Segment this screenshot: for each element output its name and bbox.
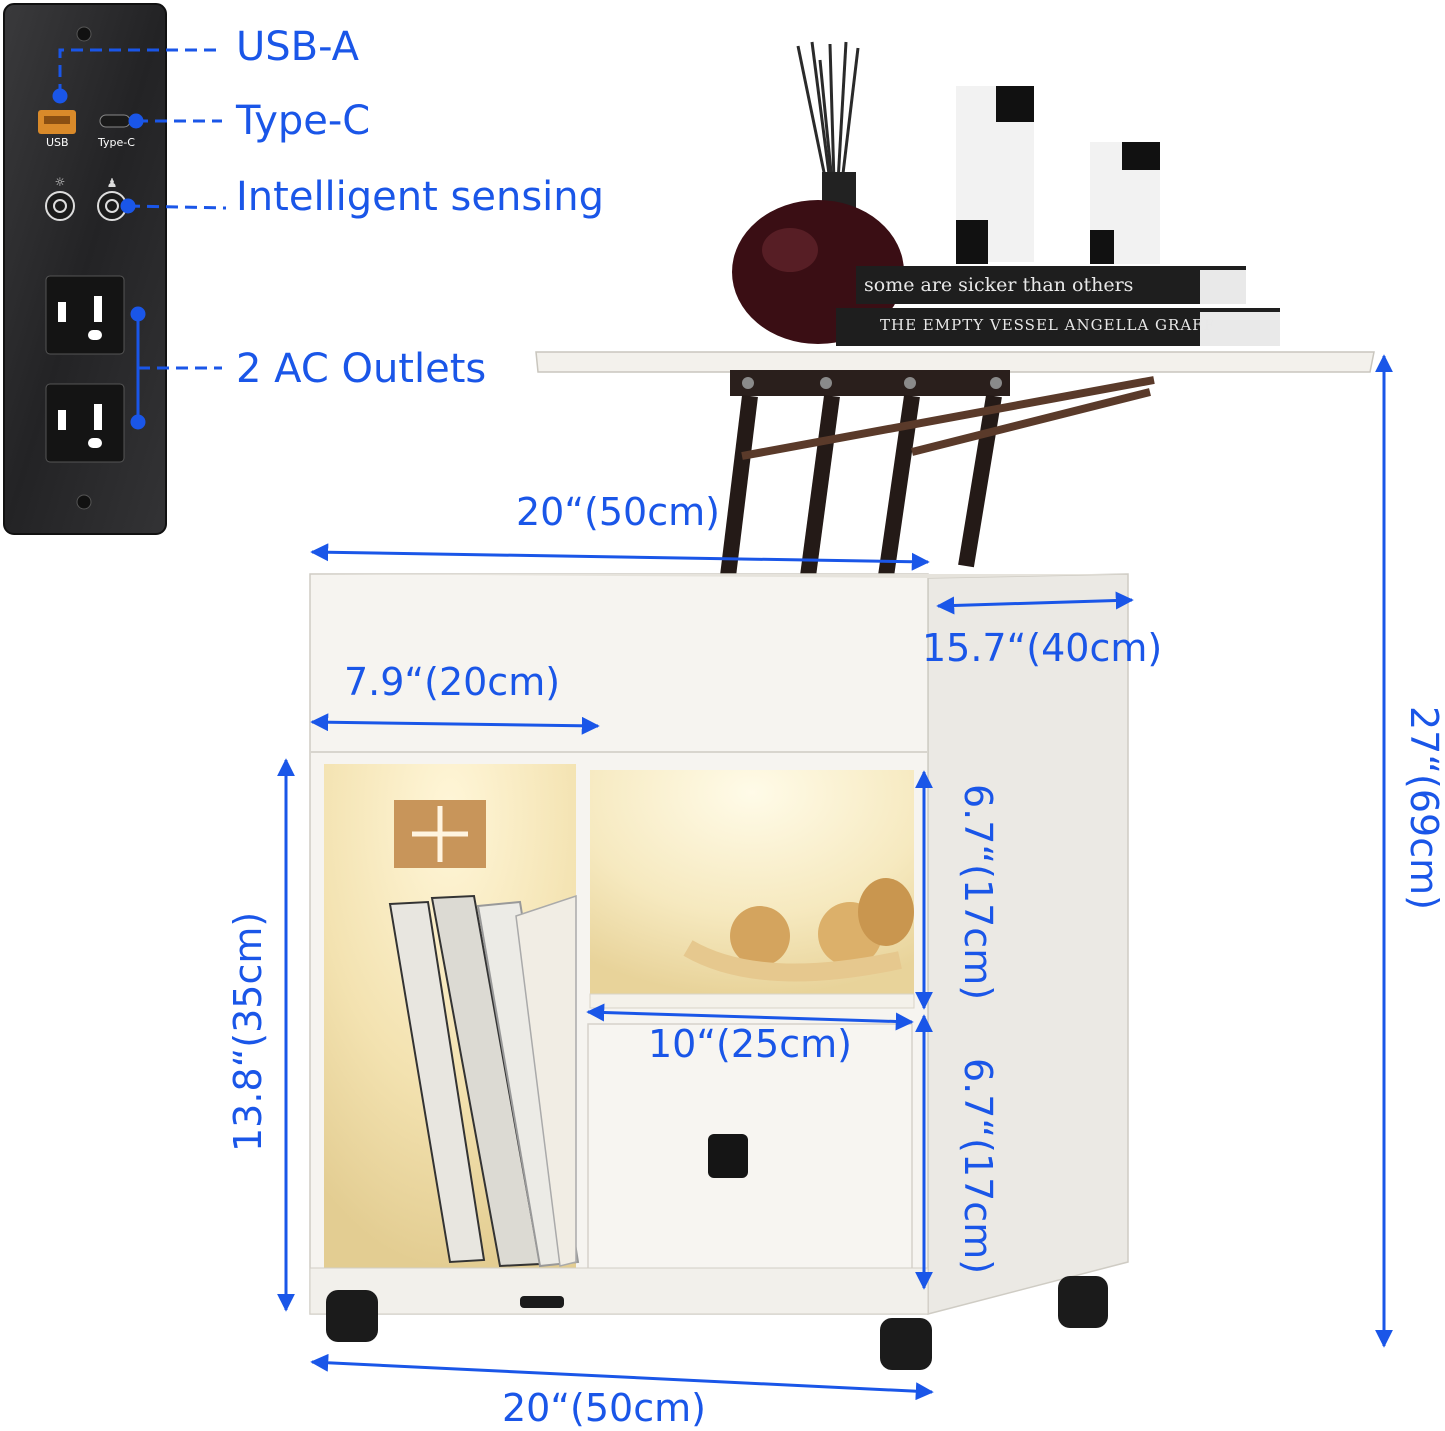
power-panel: ☼ ♟ (3, 3, 167, 535)
dim-total-height: 27“(69cm) (1402, 706, 1445, 910)
cabinet (309, 573, 1129, 1370)
ac-outlet-icon (45, 275, 125, 355)
intelligent-sensing-callout: Intelligent sensing (236, 174, 605, 220)
type-c-callout: Type-C (236, 98, 371, 144)
book-icon (836, 308, 1280, 346)
svg-text:♟: ♟ (107, 176, 118, 190)
dim-drawer-height: 6.7“(17cm) (956, 1058, 1000, 1275)
ac-outlet-icon (45, 383, 125, 463)
dim-top-width: 20“(50cm) (516, 490, 720, 534)
dim-drawer-width: 7.9“(20cm) (344, 660, 561, 704)
usb-port-label: USB (46, 136, 69, 149)
book-title-top: some are sicker than others (864, 274, 1134, 296)
dim-depth: 15.7“(40cm) (922, 626, 1163, 670)
dim-inner-width: 10“(25cm) (648, 1022, 852, 1066)
dim-lower-height: 13.8“(35cm) (226, 911, 270, 1152)
book-title-bottom: THE EMPTY VESSEL ANGELLA GRAFF (880, 316, 1215, 334)
drawer (587, 1023, 913, 1287)
callout-lines (52, 48, 227, 430)
book-icon (388, 900, 486, 1264)
typec-port-label: Type-C (98, 136, 135, 149)
ac-outlets-callout: 2 AC Outlets (236, 346, 487, 392)
drawer-knob-icon (708, 1134, 748, 1178)
dim-bottom-width: 20“(50cm) (502, 1386, 706, 1430)
headphones-icon (683, 878, 914, 982)
light-sensor-icon (45, 191, 75, 221)
svg-text:☼: ☼ (55, 175, 66, 189)
usb-a-callout: USB-A (236, 24, 360, 70)
book-icon (856, 266, 1246, 304)
dim-shelf-height: 6.7“(17cm) (956, 784, 1000, 1001)
book-icon (515, 894, 577, 1267)
usb-c-port (99, 114, 131, 128)
dimension-arrows (277, 354, 1393, 1401)
lift-top (535, 41, 1375, 578)
